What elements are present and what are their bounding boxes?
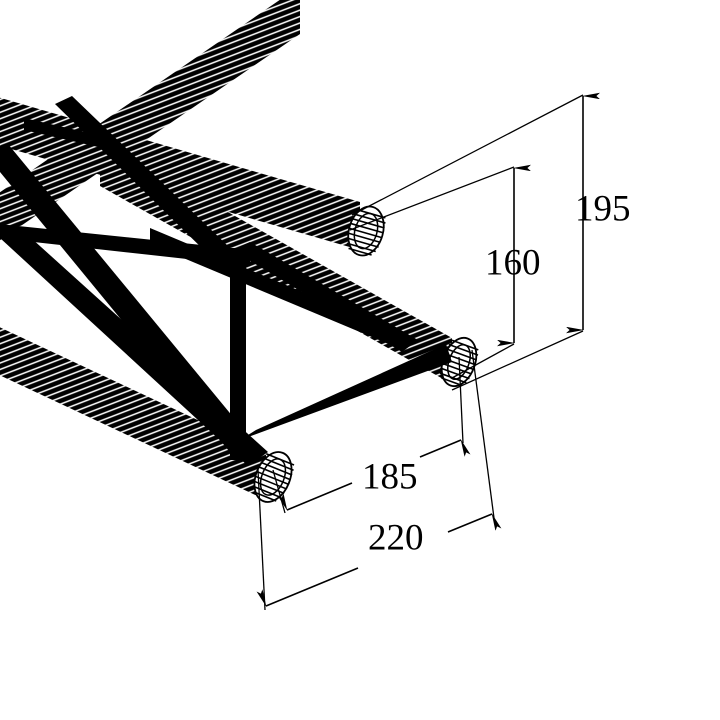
dimension-185-label: 185 [362, 456, 418, 497]
truss-brace-group [0, 96, 452, 466]
dimension-220-extension-left [257, 469, 266, 611]
brace-diagonal-5 [240, 344, 452, 440]
dimension-220-line-left [266, 567, 359, 606]
truss-structure [0, 0, 479, 503]
dimension-185-line-left [287, 482, 353, 510]
bottom-rear-chord-tube [0, 0, 300, 241]
top-chord-end-cap [346, 205, 386, 257]
dimension-220-line-right [447, 514, 492, 533]
dimension-195: 195 [351, 94, 631, 391]
brace-diagonal-1 [0, 144, 262, 462]
dimension-160-extension-bottom [451, 343, 515, 379]
brace-horizontal-upper [150, 228, 398, 348]
dimension-220-extension-right [471, 349, 495, 519]
dimension-160: 160 [349, 166, 541, 379]
dimension-195-extension-top [351, 94, 584, 216]
dimension-185: 185 [272, 356, 464, 514]
dimension-185-extension-right [458, 356, 464, 444]
dimension-160-extension-top [349, 166, 515, 231]
bottom-front-chord-end-cap [252, 451, 295, 503]
dimension-185-line-right [419, 440, 461, 458]
dimension-220-label: 220 [368, 517, 424, 558]
brace-stub-topleft [24, 118, 120, 152]
bottom-front-chord-tube [0, 327, 295, 503]
brace-diagonal-2 [0, 228, 268, 466]
dimension-220: 220 [257, 349, 495, 611]
dimension-160-label: 160 [485, 242, 541, 283]
brace-post-middle [230, 248, 246, 460]
dimension-195-extension-bottom [451, 330, 584, 391]
dimension-195-label: 195 [575, 188, 631, 229]
